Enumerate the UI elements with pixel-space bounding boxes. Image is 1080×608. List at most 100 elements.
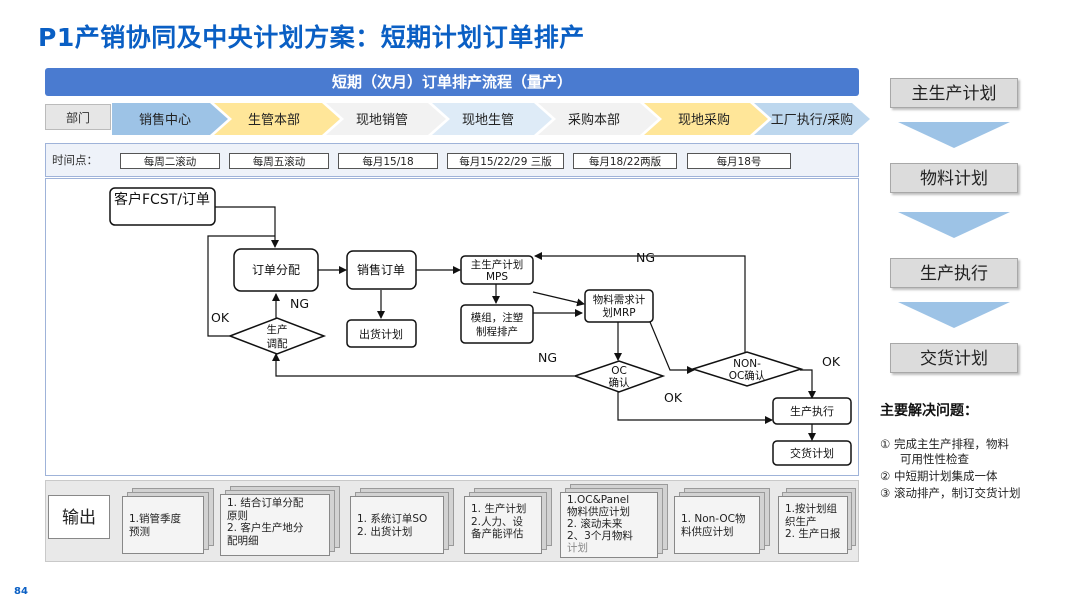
process-banner: 短期（次月）订单排产流程（量产）: [45, 68, 859, 96]
output-5-line-1: 料供应计划: [681, 525, 734, 538]
output-2-line-1: 2. 出货计划: [357, 525, 413, 538]
output-1-line-0: 1. 结合订单分配: [227, 497, 304, 509]
output-1-line-2: 2. 客户生产地分: [227, 522, 304, 534]
output-5-line-0: 1. Non-OC物: [681, 513, 746, 525]
time-point-3: 每月15/22/29 三版: [447, 153, 564, 169]
page-title: P1产销协同及中央计划方案：短期计划订单排产: [38, 23, 585, 52]
label-ng-mid: NG: [538, 350, 557, 365]
dept-chevron-local-production: [432, 103, 552, 135]
label-customer-fcst: 客户FCST/订单: [114, 191, 210, 208]
node-oc-confirm: [572, 360, 666, 393]
node-delivery-plan: [772, 440, 852, 466]
dept-name-2: 现地销管: [356, 113, 408, 128]
label-ok-left: OK: [211, 310, 230, 325]
output-doc-2: 1. 系统订单SO 2. 出货计划: [350, 488, 454, 554]
label-production-exec: 生产执行: [790, 404, 834, 418]
output-label: 输出: [48, 495, 110, 539]
dept-name-3: 现地生管: [462, 113, 514, 128]
output-4-line-1: 物料供应计划: [567, 506, 630, 518]
right-arrow-0: [898, 122, 1010, 148]
time-point-1: 每周五滚动: [229, 153, 329, 169]
right-arrow-1: [898, 212, 1010, 238]
flow-diagram: 客户FCST/订单 订单分配 销售订单 主生产计划 MPS 出货计划 模组，注塑…: [109, 187, 852, 466]
node-production-exec: [772, 397, 852, 425]
label-prod-adjust-2: 调配: [267, 338, 288, 350]
label-module-1: 模组，注塑: [471, 311, 524, 324]
output-1-line-3: 配明细: [227, 534, 259, 547]
label-mrp-2: 划MRP: [602, 306, 635, 319]
output-1-line-1: 原则: [227, 509, 248, 522]
time-point-4: 每月18/22两版: [573, 153, 677, 169]
output-doc-3: 1. 生产计划 2.人力、设 备产能评估: [464, 488, 552, 554]
department-label: 部门: [45, 104, 111, 130]
dept-name-0: 销售中心: [139, 112, 191, 128]
output-0-line-1: 预测: [129, 525, 150, 538]
dept-name-5: 现地采购: [678, 112, 730, 128]
time-points-label: 时间点：: [52, 153, 98, 167]
label-oc-2: 确认: [609, 376, 630, 389]
time-point-0: 每周二滚动: [120, 153, 220, 169]
dept-chevron-local-purchasing: [644, 103, 768, 135]
output-0-line-0: 1.销管季度: [129, 513, 182, 525]
node-sales-order: [346, 250, 417, 290]
label-non-oc-1: NON-: [733, 358, 761, 370]
output-6-line-0: 1.按计划组: [785, 503, 838, 515]
dept-chevron-purchasing: [538, 103, 658, 135]
output-doc-1: 1. 结合订单分配 原则 2. 客户生产地分 配明细: [220, 486, 340, 556]
output-4-line-0: 1.OC&Panel: [567, 494, 630, 506]
label-order-allocation: 订单分配: [252, 263, 300, 277]
label-ng-top: NG: [636, 250, 655, 265]
node-production-adjust: [227, 317, 327, 355]
node-mps: [460, 255, 534, 285]
output-6-line-2: 2. 生产日报: [785, 528, 841, 540]
label-ok-right: OK: [822, 354, 841, 369]
output-3-line-0: 1. 生产计划: [471, 503, 527, 515]
node-non-oc-confirm: [690, 351, 804, 387]
right-step-material-plan: 物料计划: [890, 163, 1018, 193]
issue-0: ① 完成主生产排程，物料: [880, 437, 1009, 451]
right-step-master-plan: 主生产计划: [890, 78, 1018, 108]
time-point-2: 每月15/18: [338, 153, 438, 169]
dept-chevron-sales: [112, 103, 228, 135]
label-shipping-plan: 出货计划: [359, 327, 403, 341]
output-4-line-2: 2. 滚动未来: [567, 518, 623, 530]
label-sales-order: 销售订单: [357, 262, 405, 277]
output-6-line-1: 织生产: [785, 515, 817, 528]
dept-chevron-production-mgmt: [214, 103, 340, 135]
dept-name-1: 生管本部: [248, 113, 300, 128]
output-4-line-4: 计划: [567, 542, 588, 554]
label-prod-adjust-1: 生产: [267, 323, 288, 336]
issue-1: ② 中短期计划集成一体: [880, 469, 998, 483]
label-ok-mid: OK: [664, 390, 683, 405]
label-mrp-1: 物料需求计: [593, 293, 646, 306]
time-point-5: 每月18号: [687, 153, 791, 169]
output-doc-6: 1.按计划组 织生产 2. 生产日报: [778, 488, 856, 554]
issues-title: 主要解决问题：: [880, 403, 978, 419]
output-doc-0: 1.销管季度 预测: [122, 488, 214, 554]
issue-2: ③ 滚动排产，制订交货计划: [880, 486, 1021, 500]
label-delivery-plan: 交货计划: [790, 446, 834, 460]
output-doc-4: 1.OC&Panel 物料供应计划 2. 滚动未来 2、3个月物料 计划: [560, 484, 668, 558]
dept-chevron-factory: [754, 103, 870, 135]
node-module-scheduling: [460, 304, 534, 344]
label-non-oc-2: OC确认: [729, 369, 766, 382]
right-arrow-2: [898, 302, 1010, 328]
output-2-line-0: 1. 系统订单SO: [357, 513, 428, 525]
node-customer-fcst: [109, 187, 216, 226]
output-doc-5: 1. Non-OC物 料供应计划: [674, 488, 770, 554]
node-mrp: [584, 289, 654, 323]
label-mps-2: MPS: [486, 271, 508, 283]
node-order-allocation: [233, 248, 319, 292]
issue-0-cont: 可用性性检查: [900, 452, 969, 466]
right-step-production-exec: 生产执行: [890, 258, 1018, 288]
node-shipping-plan: [346, 319, 417, 348]
department-chevrons: 销售中心 生管本部 现地销管 现地生管 采购本部 现地采购 工厂执行/采购: [112, 103, 870, 135]
right-step-delivery-plan: 交货计划: [890, 343, 1018, 373]
dept-name-4: 采购本部: [568, 112, 620, 128]
label-mps-1: 主生产计划: [471, 258, 524, 271]
output-3-line-1: 2.人力、设: [471, 515, 524, 528]
dept-chevron-local-sales: [326, 103, 446, 135]
output-4-line-3: 2、3个月物料: [567, 530, 633, 542]
output-3-line-2: 备产能评估: [471, 528, 524, 540]
label-oc-1: OC: [611, 365, 627, 377]
